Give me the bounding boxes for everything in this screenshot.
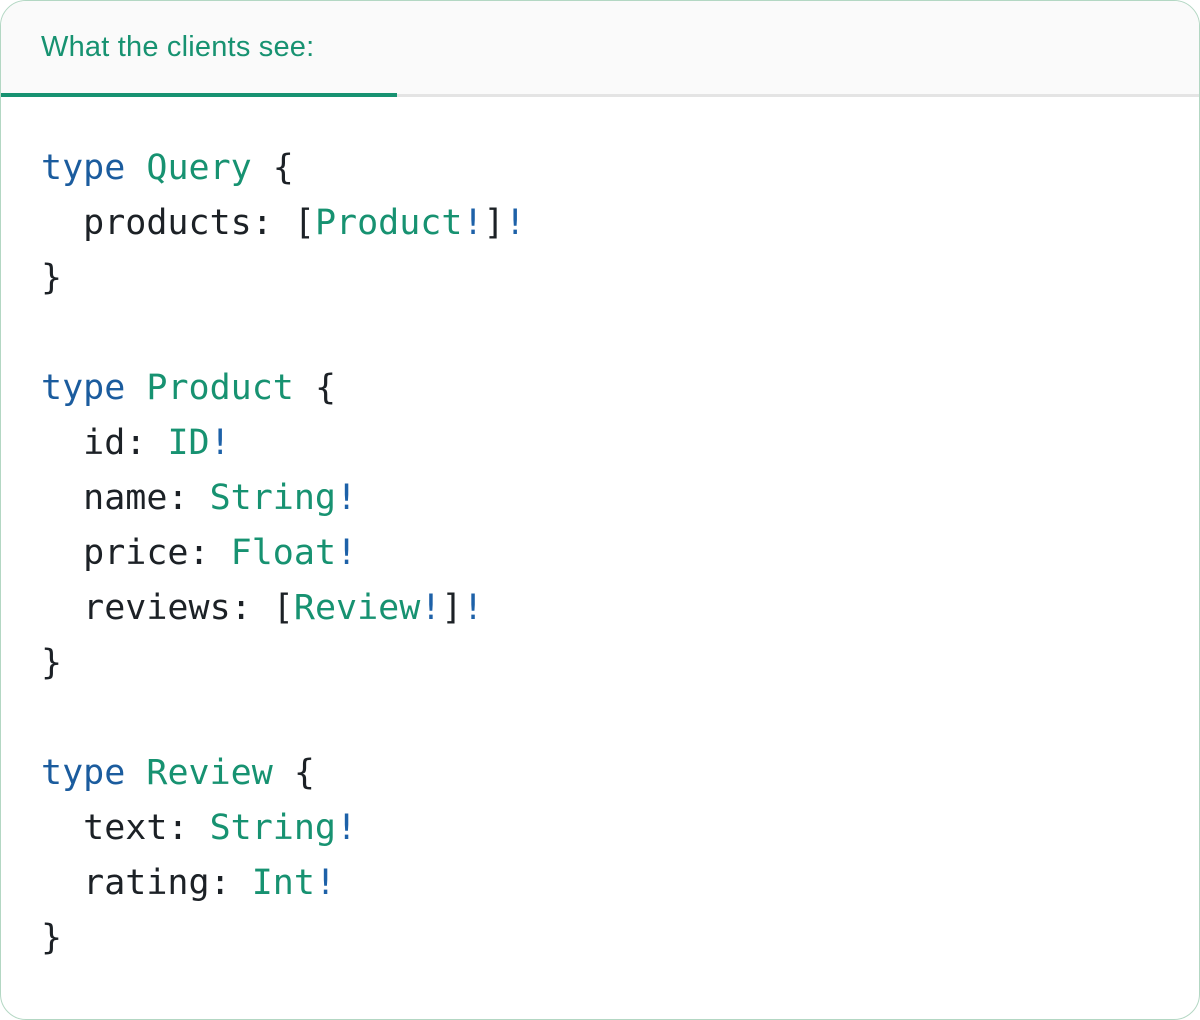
code-token: { — [293, 368, 337, 408]
code-line: id: ID! — [41, 416, 1159, 471]
code-token: ] — [483, 203, 505, 243]
tab-header: What the clients see: — [1, 1, 1199, 97]
code-token — [125, 753, 146, 793]
code-token: reviews: [ — [41, 588, 294, 628]
code-token: ID — [167, 423, 210, 463]
code-token: id: — [41, 423, 168, 463]
code-token: Product — [146, 368, 294, 408]
code-token: name: — [41, 478, 210, 518]
code-line: type Query { — [41, 141, 1159, 196]
code-token: ! — [420, 588, 442, 628]
code-token: String — [209, 478, 337, 518]
code-token: Float — [230, 533, 337, 573]
code-token: ! — [462, 203, 484, 243]
code-line: price: Float! — [41, 526, 1159, 581]
code-line — [41, 306, 1159, 361]
code-token: } — [41, 918, 63, 958]
code-line: } — [41, 636, 1159, 691]
code-line: } — [41, 911, 1159, 966]
code-token: { — [251, 148, 294, 188]
code-token: } — [41, 643, 63, 683]
code-token: ! — [336, 478, 358, 518]
code-line: reviews: [Review!]! — [41, 581, 1159, 636]
code-token: type — [41, 148, 126, 188]
code-token: type — [41, 753, 126, 793]
code-token: String — [209, 808, 337, 848]
code-token: text: — [41, 808, 210, 848]
code-token: ! — [336, 808, 358, 848]
code-token: ] — [441, 588, 463, 628]
code-line: } — [41, 251, 1159, 306]
code-token: ! — [504, 203, 526, 243]
code-token: Query — [146, 148, 252, 188]
code-token: type — [41, 368, 126, 408]
code-token: ! — [462, 588, 484, 628]
code-token: rating: — [41, 863, 252, 903]
code-block: type Query { products: [Product!]!} type… — [1, 97, 1199, 1016]
code-line: rating: Int! — [41, 856, 1159, 911]
code-token: products: [ — [41, 203, 315, 243]
code-token: ! — [314, 863, 337, 903]
code-token: ! — [336, 533, 358, 573]
code-line: name: String! — [41, 471, 1159, 526]
code-token: Review — [146, 753, 273, 793]
code-token: price: — [41, 533, 231, 573]
tab-underline-track — [1, 94, 1199, 97]
code-token — [125, 148, 146, 188]
code-token: Int — [251, 863, 315, 903]
tab-what-clients-see[interactable]: What the clients see: — [41, 30, 315, 63]
code-line: type Product { — [41, 361, 1159, 416]
tab-active-indicator — [1, 93, 397, 97]
code-line: text: String! — [41, 801, 1159, 856]
code-token: } — [41, 258, 63, 298]
code-line — [41, 691, 1159, 746]
code-token: Review — [293, 588, 421, 628]
code-token — [125, 368, 146, 408]
code-line: products: [Product!]! — [41, 196, 1159, 251]
code-token: { — [272, 753, 315, 793]
code-line: type Review { — [41, 746, 1159, 801]
code-token: ! — [209, 423, 231, 463]
code-token: Product — [314, 203, 463, 243]
